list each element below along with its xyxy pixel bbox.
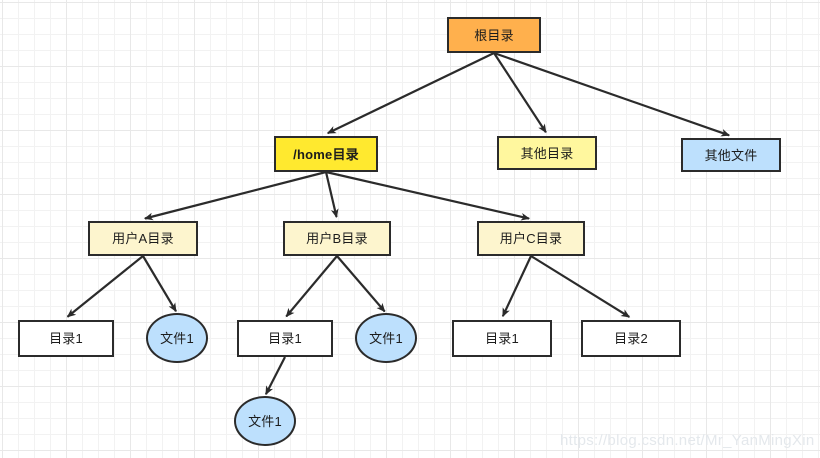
node-label: 根目录: [474, 27, 514, 43]
node-label: /home目录: [293, 146, 359, 162]
tree-edges: [66, 51, 731, 396]
node-label: 用户C目录: [499, 231, 563, 246]
node-dirB1[interactable]: 目录1: [237, 320, 333, 357]
edge-userC-to-dirC1: [501, 255, 532, 318]
node-label: 目录1: [268, 331, 302, 346]
node-userB[interactable]: 用户B目录: [283, 221, 391, 256]
node-otherf[interactable]: 其他文件: [681, 138, 781, 172]
edge-userB-to-dirB1: [285, 255, 338, 318]
node-label: 用户A目录: [112, 231, 174, 246]
node-label: 文件1: [248, 413, 282, 429]
node-userC[interactable]: 用户C目录: [477, 221, 585, 256]
edge-home-to-userA: [143, 170, 327, 221]
node-fileB2[interactable]: 文件1: [234, 396, 296, 446]
edge-root-to-home: [326, 52, 495, 135]
node-dirC1[interactable]: 目录1: [452, 320, 552, 357]
node-fileB1[interactable]: 文件1: [355, 313, 417, 363]
edge-userA-to-dirA1: [66, 255, 144, 318]
node-label: 目录1: [485, 331, 519, 346]
edge-home-to-userB: [324, 171, 339, 219]
edge-userA-to-fileA1: [142, 255, 177, 313]
node-label: 其他目录: [520, 145, 574, 161]
edge-userC-to-dirC2: [530, 255, 631, 318]
node-label: 目录2: [614, 331, 648, 346]
node-label: 其他文件: [704, 147, 758, 163]
node-dirC2[interactable]: 目录2: [581, 320, 681, 357]
node-dirA1[interactable]: 目录1: [18, 320, 114, 357]
node-label: 文件1: [160, 330, 194, 346]
watermark-text: https://blog.csdn.net/Mr_YanMingXin: [560, 432, 815, 449]
node-label: 用户B目录: [306, 231, 368, 246]
edge-root-to-otherd: [493, 52, 547, 134]
node-userA[interactable]: 用户A目录: [88, 221, 198, 256]
edge-userB-to-fileB1: [336, 255, 386, 313]
edge-root-to-otherf: [493, 51, 731, 137]
node-label: 文件1: [369, 330, 403, 346]
edge-home-to-userC: [325, 170, 531, 221]
node-label: 目录1: [49, 331, 83, 346]
node-otherd[interactable]: 其他目录: [497, 136, 597, 170]
node-home[interactable]: /home目录: [274, 136, 378, 172]
node-root[interactable]: 根目录: [447, 17, 541, 53]
node-fileA1[interactable]: 文件1: [146, 313, 208, 363]
edge-dirB1-to-fileB2: [264, 356, 286, 396]
